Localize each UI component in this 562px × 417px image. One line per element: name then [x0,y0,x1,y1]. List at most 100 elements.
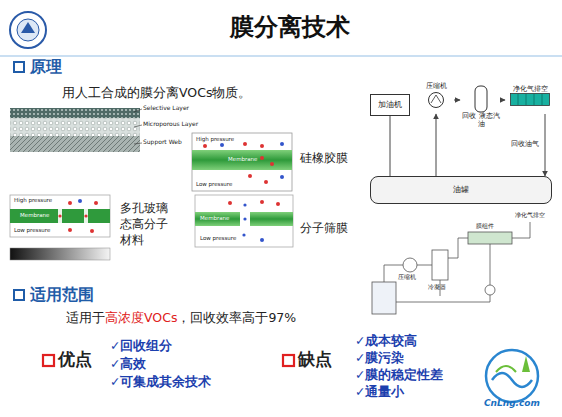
module-fiber [534,94,535,105]
logo-wave [492,373,532,387]
vessel-body [475,86,487,112]
membrane-label: Membrane [200,215,229,221]
slide-title: 膜分离技术 [170,14,410,42]
condenser-symbol [432,250,448,280]
pros-heading: 优点 [58,350,92,370]
membrane-pore [58,209,62,223]
glassy-membrane-illustration [10,195,110,260]
pros-bullet [43,355,54,366]
module-fiber [542,94,543,105]
pipe [396,295,490,302]
pressure-label: High pressure [14,197,52,203]
compressor-symbol [427,91,445,109]
molecule [68,201,72,205]
membrane-caption: 多孔玻璃 态高分子 材料 [120,200,174,248]
con-item: ✓成本较高 [355,334,417,348]
logo-ring [10,12,46,48]
section-bullet [14,290,24,300]
molecule [94,201,98,205]
pipe-connector [436,114,437,176]
pipe [417,265,432,266]
molecule [280,142,284,146]
silicone-membrane-illustration [192,133,292,191]
pipe-connector [390,116,391,176]
edge-label: 回收油气 [511,139,539,149]
panel-frame [10,195,110,237]
section-heading: 适用范围 [30,286,94,304]
pipe [512,222,530,238]
logo-emblem [21,22,35,33]
support-web [10,136,140,152]
cons-bullet [283,355,294,366]
molecule [58,214,61,217]
con-item: ✓通量小 [355,385,404,399]
highlight-text: 高浓度VOCs [105,310,177,325]
molecule [78,199,82,203]
pro-item: ✓可集成其余技术 [110,375,211,389]
molecule [243,217,246,220]
molecule [220,143,224,147]
molecule-size-bar [10,248,110,260]
molecule [243,203,246,206]
node-text: 加油机 [378,101,402,110]
membrane-pore [84,209,88,223]
module-symbol [510,93,550,106]
molecule [242,233,245,236]
dispenser-box: 加油机 [370,94,410,116]
compressor-node: 压缩机 [418,78,454,114]
pro-item: ✓高效 [110,357,146,371]
leader-line [134,143,142,144]
equipment-label: 膜组件 [476,223,494,230]
membrane-block [195,212,240,226]
section-heading: 原理 [30,58,62,76]
compressor-circle [429,92,444,107]
molecule [260,200,264,204]
molecule [270,162,274,166]
compressor-symbol [403,258,417,272]
molecule [203,144,207,148]
pressure-label: Low pressure [196,181,232,187]
section-bullet [14,62,24,72]
membrane-band [192,150,292,170]
process-schematic [372,222,530,314]
logo-wave [496,366,516,372]
logo-text: CnLng.com [484,398,540,408]
module-fiber [526,94,527,105]
logo-core [17,19,39,41]
storage-tank [372,282,396,314]
membrane-module: 净化气排空 [505,78,555,114]
leader-line [134,125,142,127]
module-fiber [518,94,519,105]
molecule [248,174,252,178]
membrane-band [10,209,110,223]
node-text: 压缩机 [426,83,447,91]
equipment-label: 压缩机 [398,274,416,281]
equipment-label: 净化气排空 [515,212,545,219]
pro-item: ✓回收组分 [110,339,172,353]
pipe [448,238,468,258]
membrane-caption: 硅橡胶膜 [300,152,348,166]
microporous-layer [10,118,140,136]
pressure-label: Low pressure [200,235,236,241]
text-line: 适用于高浓度VOCs，回收效率高于97% [66,311,296,325]
molecule [260,144,264,148]
header-rule [0,55,562,57]
layer-label: Selective Layer [143,105,189,112]
site-logo [486,350,538,402]
separator-vessel: 回收 液态汽油 [460,80,502,134]
body-text: ，回收效率高于97% [177,310,296,325]
membrane-layers [10,108,142,152]
molecule [276,202,280,206]
pressure-label: High pressure [196,136,234,142]
layer-label: Microporous Layer [143,121,198,128]
molecule [243,142,247,146]
molecule [84,214,87,217]
node-text: 净化气排空 [513,86,548,94]
vacuum-pump-symbol [485,285,495,295]
selective-layer [10,108,140,118]
compressor-mark [431,95,441,103]
sieve-membrane-illustration [195,195,293,247]
con-item: ✓膜污染 [355,351,404,365]
